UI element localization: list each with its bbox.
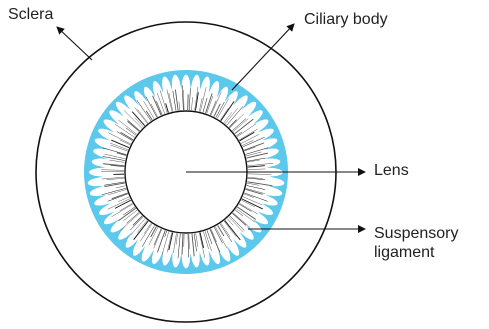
sclera-pointer — [57, 27, 92, 60]
suspensory-ligament-label-line2: ligament — [374, 243, 459, 262]
suspensory-ligament-label-line1: Suspensory — [374, 224, 459, 243]
suspensory-ligament-label: Suspensory ligament — [374, 224, 459, 262]
sclera-label: Sclera — [8, 5, 53, 24]
lens-label: Lens — [374, 161, 409, 180]
ciliary-body-label: Ciliary body — [304, 10, 388, 29]
